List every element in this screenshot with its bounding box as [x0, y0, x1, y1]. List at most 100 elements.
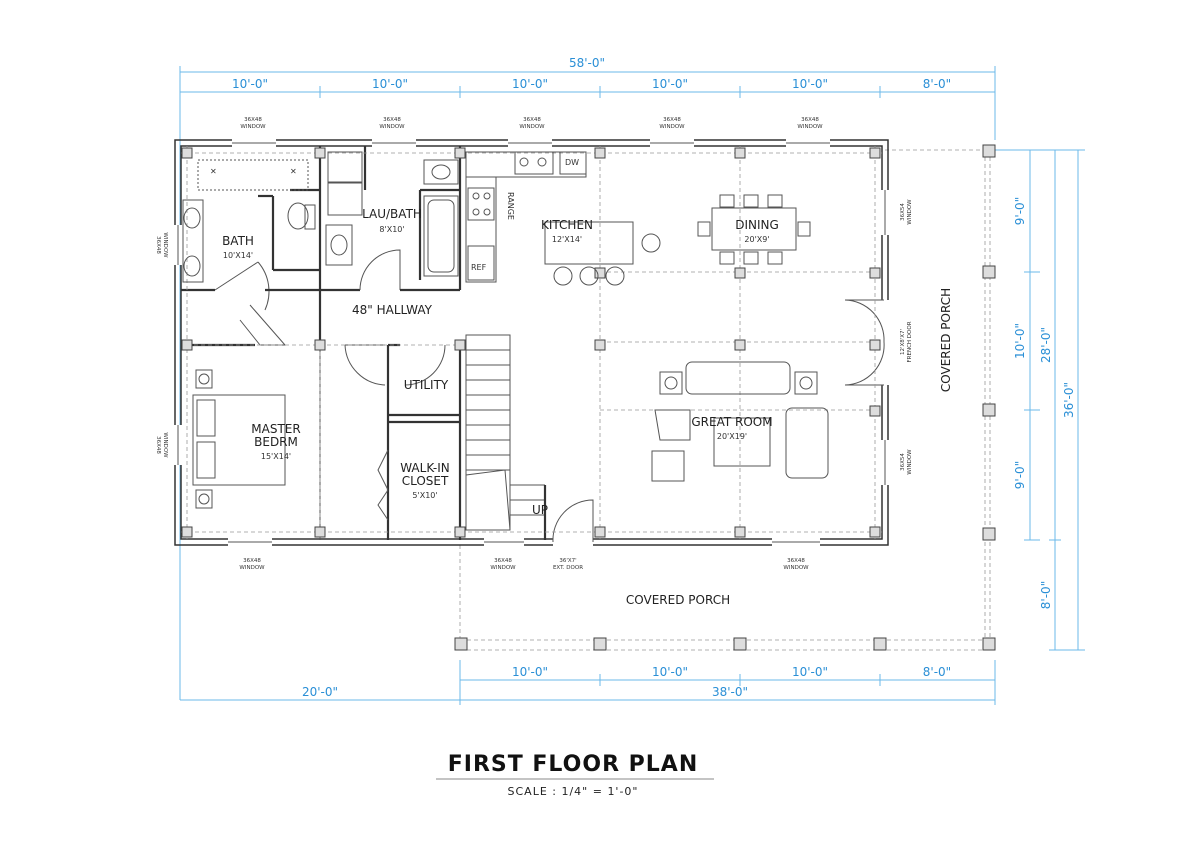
bottom-left-dim: 20'-0"	[302, 685, 338, 699]
top-dim-6: 8'-0"	[923, 77, 951, 91]
svg-text:WINDOW: WINDOW	[907, 199, 913, 225]
svg-text:EXT. DOOR: EXT. DOOR	[553, 565, 583, 571]
svg-text:WINDOW: WINDOW	[162, 232, 168, 258]
svg-text:WINDOW: WINDOW	[239, 565, 265, 571]
laundry-size: 8'X10'	[379, 225, 404, 234]
structural-grid	[181, 146, 882, 539]
dining-label: DINING	[735, 218, 779, 232]
plan-title: FIRST FLOOR PLAN	[448, 752, 699, 777]
great-room-furniture	[192, 361, 829, 509]
svg-text:36X48: 36X48	[155, 236, 161, 254]
bottom-dim-4: 8'-0"	[923, 665, 951, 679]
closet-size: 5'X10'	[412, 491, 437, 500]
exterior-walls	[173, 138, 890, 547]
porch-post	[873, 637, 887, 651]
porch-post	[982, 637, 996, 651]
bottom-right-dim: 38'-0"	[712, 685, 748, 699]
svg-text:36X48: 36X48	[494, 558, 512, 564]
svg-text:36X48: 36X48	[383, 117, 401, 123]
svg-text:WINDOW: WINDOW	[240, 124, 266, 130]
top-dim-3: 10'-0"	[512, 77, 548, 91]
master-label-line2: BEDRM	[254, 435, 298, 449]
svg-text:36X48: 36X48	[523, 117, 541, 123]
svg-text:WINDOW: WINDOW	[379, 124, 405, 130]
right-dim-4: 8'-0"	[1039, 581, 1053, 609]
porch-post	[982, 144, 996, 158]
overall-width-dim: 58'-0"	[569, 56, 605, 70]
top-dim-2: 10'-0"	[372, 77, 408, 91]
svg-text:WINDOW: WINDOW	[783, 565, 809, 571]
bath-label: BATH	[222, 234, 254, 248]
master-size: 15'X14'	[261, 452, 291, 461]
porch-post	[982, 527, 996, 541]
porch-post	[733, 637, 747, 651]
svg-text:✕: ✕	[290, 167, 297, 176]
right-dim-3: 9'-0"	[1013, 461, 1027, 489]
great-room-size: 20'X19'	[717, 432, 747, 441]
svg-text:WINDOW: WINDOW	[797, 124, 823, 130]
svg-text:36'X7': 36'X7'	[559, 558, 576, 564]
svg-text:36X48: 36X48	[787, 558, 805, 564]
interior-posts	[181, 147, 881, 538]
svg-text:FRENCH DOOR: FRENCH DOOR	[907, 321, 913, 362]
top-dim-4: 10'-0"	[652, 77, 688, 91]
laundry-label: LAU/BATH	[362, 207, 422, 221]
svg-text:36X54: 36X54	[900, 453, 906, 471]
refrigerator-label: REF	[471, 263, 487, 272]
bath-fixtures: ✕ ✕	[182, 159, 316, 283]
porch-post	[593, 637, 607, 651]
stair-up-label: UP	[532, 503, 548, 517]
right-mid-dim: 28'-0"	[1039, 327, 1053, 363]
kitchen-fixtures: DW RANGE REF	[465, 151, 661, 286]
room-labels: BATH 10'X14' LAU/BATH 8'X10' KITCHEN 12'…	[222, 207, 953, 607]
svg-text:36X48: 36X48	[663, 117, 681, 123]
plan-scale: SCALE : 1/4" = 1'-0"	[508, 785, 639, 798]
dishwasher-label: DW	[565, 158, 579, 167]
svg-text:36X54: 36X54	[900, 203, 906, 221]
svg-text:36X48: 36X48	[155, 436, 161, 454]
bath-size: 10'X14'	[223, 251, 253, 260]
right-dim-2: 10'-0"	[1013, 323, 1027, 359]
stair	[465, 334, 547, 540]
kitchen-label: KITCHEN	[541, 218, 593, 232]
svg-text:12'X8'X7': 12'X8'X7'	[900, 329, 906, 355]
title-block: FIRST FLOOR PLAN SCALE : 1/4" = 1'-0"	[436, 752, 714, 798]
range-label: RANGE	[506, 192, 515, 220]
porch-bottom-label: COVERED PORCH	[626, 593, 730, 607]
svg-text:36X48: 36X48	[244, 117, 262, 123]
svg-text:WINDOW: WINDOW	[519, 124, 545, 130]
bottom-dim-1: 10'-0"	[512, 665, 548, 679]
svg-text:✕: ✕	[210, 167, 217, 176]
porch-post	[982, 403, 996, 417]
laundry-fixtures	[325, 151, 459, 277]
svg-text:36X48: 36X48	[243, 558, 261, 564]
bottom-dim-2: 10'-0"	[652, 665, 688, 679]
svg-text:WINDOW: WINDOW	[659, 124, 685, 130]
right-dim-1: 9'-0"	[1013, 197, 1027, 225]
svg-text:36X48: 36X48	[801, 117, 819, 123]
svg-text:WINDOW: WINDOW	[907, 449, 913, 475]
top-dim-1: 10'-0"	[232, 77, 268, 91]
dining-table	[697, 194, 811, 265]
top-dim-5: 10'-0"	[792, 77, 828, 91]
utility-label: UTILITY	[404, 378, 449, 392]
right-overall-dim: 36'-0"	[1062, 382, 1076, 418]
hallway-label: 48" HALLWAY	[352, 303, 433, 317]
great-room-label: GREAT ROOM	[691, 415, 772, 429]
opening-notes: 36X48 WINDOW 36X48 WINDOW 36X48 WINDOW 3…	[155, 117, 913, 571]
porch-post	[982, 265, 996, 279]
dimension-lines: 58'-0" 10'-0" 10'-0" 10'-0" 10'-0" 10'-0…	[179, 56, 1085, 705]
closet-label-line1: WALK-IN	[400, 461, 450, 475]
porch-outline	[454, 144, 996, 651]
interior-walls	[181, 146, 547, 540]
porch-right-label: COVERED PORCH	[939, 288, 953, 392]
dining-size: 20'X9'	[744, 235, 769, 244]
master-label-line1: MASTER	[251, 422, 300, 436]
svg-text:WINDOW: WINDOW	[490, 565, 516, 571]
porch-post	[454, 637, 468, 651]
closet-label-line2: CLOSET	[402, 474, 449, 488]
kitchen-size: 12'X14'	[552, 235, 582, 244]
bottom-dim-3: 10'-0"	[792, 665, 828, 679]
svg-text:WINDOW: WINDOW	[162, 432, 168, 458]
